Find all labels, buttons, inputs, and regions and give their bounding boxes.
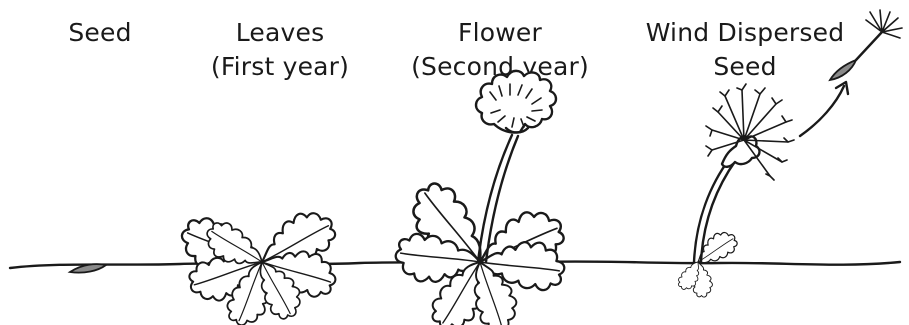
pappus-globe-icon <box>706 84 794 180</box>
flowering-plant-icon <box>394 71 571 325</box>
dandelion-flower-icon <box>476 71 556 133</box>
wind-arrow <box>800 86 844 136</box>
flying-seed-icon <box>830 10 902 80</box>
seed-head-plant-icon <box>675 82 848 299</box>
leaf-rosette-icon <box>174 202 342 325</box>
